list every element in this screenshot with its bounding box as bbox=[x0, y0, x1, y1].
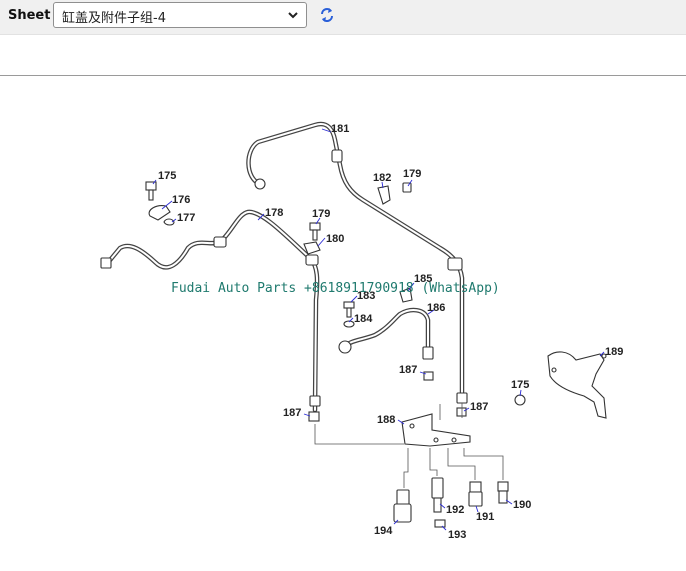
callout-191[interactable]: 191 bbox=[476, 511, 494, 523]
callout-180[interactable]: 180 bbox=[326, 233, 344, 245]
sheet-select-value: 缸盖及附件子组-4 bbox=[62, 11, 166, 26]
sheet-label: Sheet bbox=[8, 8, 51, 23]
callout-181[interactable]: 181 bbox=[331, 123, 349, 135]
divider bbox=[0, 75, 686, 76]
bolt-179-a[interactable] bbox=[309, 222, 321, 241]
sensor-192[interactable] bbox=[431, 477, 444, 513]
bracket-189[interactable] bbox=[547, 351, 607, 419]
callout-178[interactable]: 178 bbox=[265, 207, 283, 219]
bracket-176[interactable] bbox=[148, 205, 171, 221]
parts-diagram: 181 175 176 177 178 179 180 182 179 185 … bbox=[100, 121, 623, 541]
callout-177[interactable]: 177 bbox=[177, 212, 195, 224]
refresh-icon[interactable] bbox=[318, 6, 336, 24]
bolt-175-a[interactable] bbox=[145, 181, 157, 201]
bracket-188[interactable] bbox=[401, 413, 471, 447]
fuel-pipe-186[interactable] bbox=[338, 307, 434, 360]
sheet-select[interactable]: 缸盖及附件子组-4 bbox=[53, 2, 307, 28]
toolbar: Sheet 缸盖及附件子组-4 bbox=[0, 0, 686, 35]
callout-190[interactable]: 190 bbox=[513, 499, 531, 511]
callout-175[interactable]: 175 bbox=[158, 170, 176, 182]
washer-184[interactable] bbox=[343, 320, 355, 328]
nut-187-c[interactable] bbox=[456, 407, 467, 417]
callout-187[interactable]: 187 bbox=[399, 364, 417, 376]
callout-184[interactable]: 184 bbox=[354, 313, 373, 325]
chevron-down-icon bbox=[288, 12, 298, 19]
callout-182[interactable]: 182 bbox=[373, 172, 391, 184]
fitting-191[interactable] bbox=[468, 481, 483, 507]
callout-193[interactable]: 193 bbox=[448, 529, 466, 541]
callout-185[interactable]: 185 bbox=[414, 273, 432, 285]
callout-183[interactable]: 183 bbox=[357, 290, 375, 302]
callout-176[interactable]: 176 bbox=[172, 194, 190, 206]
callout-194[interactable]: 194 bbox=[374, 525, 393, 537]
fitting-190[interactable] bbox=[497, 481, 509, 504]
callout-187[interactable]: 187 bbox=[470, 401, 488, 413]
nut-187-a[interactable] bbox=[423, 371, 434, 381]
fitting-194[interactable] bbox=[393, 489, 412, 523]
clip-182[interactable] bbox=[377, 185, 391, 205]
callout-175[interactable]: 175 bbox=[511, 379, 529, 391]
bolt-175-b[interactable] bbox=[514, 394, 526, 406]
clip-180[interactable] bbox=[303, 241, 321, 255]
callout-187[interactable]: 187 bbox=[283, 407, 301, 419]
fuel-pipe-178[interactable] bbox=[100, 209, 321, 413]
bolt-179-b[interactable] bbox=[402, 182, 412, 193]
callout-189[interactable]: 189 bbox=[605, 346, 623, 358]
clip-185[interactable] bbox=[399, 287, 413, 303]
callout-186[interactable]: 186 bbox=[427, 302, 445, 314]
fuel-pipe-181[interactable] bbox=[246, 121, 468, 404]
callout-192[interactable]: 192 bbox=[446, 504, 464, 516]
bolt-183[interactable] bbox=[343, 301, 355, 318]
callout-179[interactable]: 179 bbox=[312, 208, 330, 220]
callout-179[interactable]: 179 bbox=[403, 168, 421, 180]
clip-177[interactable] bbox=[163, 218, 175, 226]
nut-187-b[interactable] bbox=[308, 411, 320, 422]
washer-193[interactable] bbox=[434, 519, 446, 528]
watermark: Fudai Auto Parts +8618911790918 (WhatsAp… bbox=[171, 281, 500, 296]
callout-188[interactable]: 188 bbox=[377, 414, 395, 426]
